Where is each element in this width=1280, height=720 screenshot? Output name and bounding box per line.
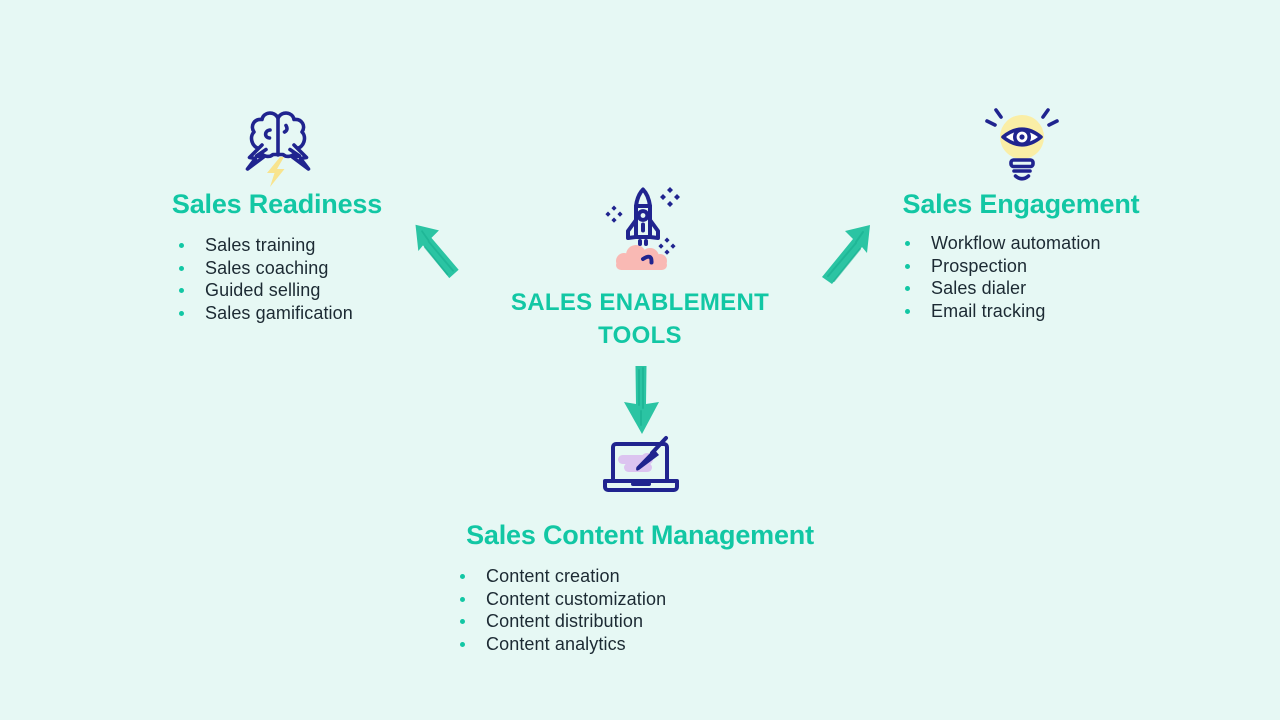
list-item: Sales gamification	[177, 302, 353, 325]
engagement-title: Sales Engagement	[902, 189, 1140, 219]
list-item: Sales coaching	[177, 257, 353, 280]
content-list: Content creation Content customization C…	[458, 565, 666, 655]
center-title: SALES ENABLEMENT TOOLS	[440, 287, 840, 352]
list-item: Guided selling	[177, 279, 353, 302]
readiness-list: Sales training Sales coaching Guided sel…	[177, 234, 353, 324]
list-item: Content creation	[458, 565, 666, 588]
idea-bulb-eye-icon	[984, 104, 1060, 188]
center-title-line1: SALES ENABLEMENT	[510, 289, 770, 316]
engagement-list: Workflow automation Prospection Sales di…	[903, 232, 1101, 322]
brain-lightning-icon	[240, 106, 316, 188]
laptop-paintbrush-icon	[599, 434, 683, 500]
list-item: Sales training	[177, 234, 353, 257]
list-item: Prospection	[903, 255, 1101, 278]
list-item: Email tracking	[903, 300, 1101, 323]
list-item: Sales dialer	[903, 277, 1101, 300]
list-item: Workflow automation	[903, 232, 1101, 255]
center-title-line2: TOOLS	[598, 321, 682, 349]
arrow-to-content	[619, 363, 663, 437]
rocket-launch-icon	[598, 184, 688, 276]
arrow-to-engagement	[814, 220, 878, 284]
list-item: Content analytics	[458, 633, 666, 656]
list-item: Content distribution	[458, 610, 666, 633]
arrow-to-readiness	[406, 220, 470, 280]
content-title: Sales Content Management	[466, 520, 814, 550]
list-item: Content customization	[458, 588, 666, 611]
readiness-title: Sales Readiness	[171, 189, 383, 219]
